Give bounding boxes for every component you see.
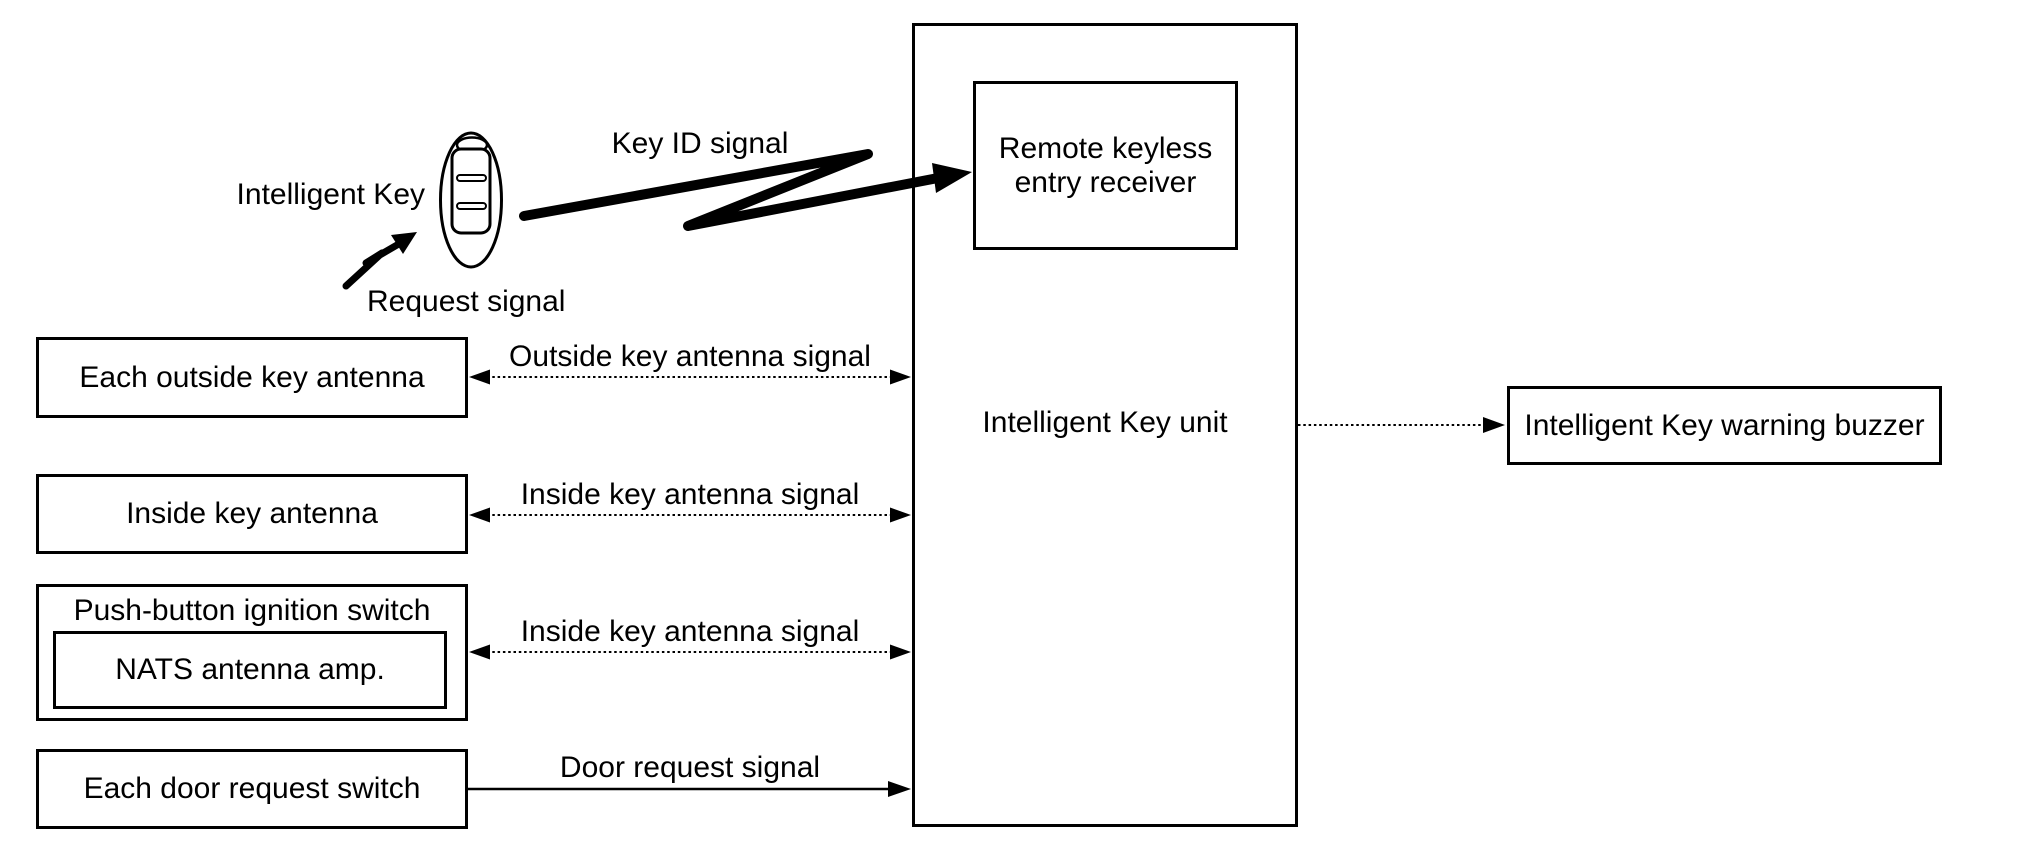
node-remote-keyless-entry-receiver: Remote keyless entry receiver bbox=[973, 81, 1238, 250]
node-label: Inside key antenna bbox=[126, 497, 378, 530]
key-id-signal-label: Key ID signal bbox=[611, 127, 789, 160]
node-nats-antenna-amp: NATS antenna amp. bbox=[53, 631, 447, 709]
arrow-warning-buzzer bbox=[1298, 417, 1505, 433]
signal-label-inside-key-antenna-2: Inside key antenna signal bbox=[520, 615, 860, 648]
key-id-signal-arrow bbox=[519, 149, 972, 231]
node-intelligent-key-warning-buzzer: Intelligent Key warning buzzer bbox=[1507, 386, 1942, 465]
signal-label-door-request: Door request signal bbox=[559, 751, 821, 784]
signal-label-outside-key-antenna: Outside key antenna signal bbox=[509, 340, 871, 373]
key-fob-icon bbox=[439, 131, 503, 269]
node-label: Each door request switch bbox=[83, 772, 421, 805]
intelligent-key-unit-label: Intelligent Key unit bbox=[982, 406, 1228, 439]
node-each-outside-key-antenna: Each outside key antenna bbox=[36, 337, 468, 418]
node-label: Push-button ignition switch bbox=[73, 594, 431, 627]
node-label: Intelligent Key warning buzzer bbox=[1524, 408, 1925, 442]
node-label: Remote keyless entry receiver bbox=[998, 131, 1213, 199]
intelligent-key-label: Intelligent Key bbox=[236, 178, 425, 211]
node-label: Each outside key antenna bbox=[79, 360, 425, 394]
node-inside-key-antenna: Inside key antenna bbox=[36, 474, 468, 554]
request-signal-arrow bbox=[342, 232, 417, 290]
request-signal-label: Request signal bbox=[367, 285, 566, 318]
node-label: NATS antenna amp. bbox=[115, 653, 385, 686]
node-each-door-request-switch: Each door request switch bbox=[36, 749, 468, 829]
signal-label-inside-key-antenna-1: Inside key antenna signal bbox=[520, 478, 860, 511]
